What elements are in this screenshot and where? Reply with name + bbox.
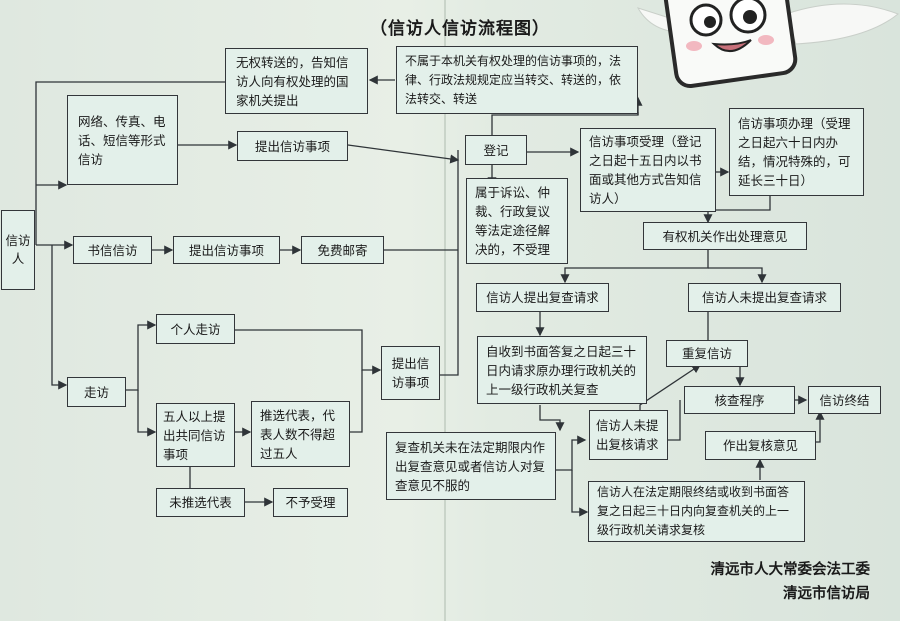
diagram-title: （信访人信访流程图）: [370, 19, 550, 39]
acceptance-box: 信访事项受理（登记之日起十五日内以书面或其他方式告知信访人）: [580, 128, 716, 212]
visit-box: 走访: [67, 377, 126, 407]
select-reps-box: 推选代表，代表人数不得超过五人: [251, 401, 350, 467]
petition-end-box: 信访终结: [808, 386, 881, 414]
register-box: 登记: [465, 135, 527, 165]
opinion-box: 有权机关作出处理意见: [643, 222, 807, 250]
individual-visit-box: 个人走访: [156, 314, 235, 344]
review-30days-box: 自收到书面答复之日起三十日内请求原办理行政机关的上一级行政机关复查: [477, 336, 647, 404]
footer-org-2: 清远市信访局: [783, 586, 870, 602]
handling-box: 信访事项办理（受理之日起六十日内办结，情况特殊的，可延长三十日）: [729, 108, 864, 196]
no-review-box: 信访人未提出复查请求: [688, 283, 841, 312]
five-plus-box: 五人以上提出共同信访事项: [156, 403, 235, 467]
network-petition-box: 网络、传真、电话、短信等形式信访: [67, 95, 178, 185]
page-fold: [444, 0, 446, 621]
petitioner-box: 信访人: [1, 210, 35, 290]
free-post-box: 免费邮寄: [301, 236, 384, 264]
not-accepted-box: 不予受理: [273, 488, 348, 517]
submit-petition-c: 提出信访事项: [381, 346, 440, 400]
request-review-box: 信访人提出复查请求: [476, 283, 609, 312]
mascot-illustration: [636, 0, 899, 89]
footer-org-1: 清远市人大常委会法工委: [710, 562, 871, 578]
review-overdue-box: 复查机关未在法定期限内作出复查意见或者信访人对复查意见不服的: [386, 432, 556, 500]
letter-petition-box: 书信信访: [73, 236, 152, 264]
recheck-request-box: 信访人在法定期限终结或收到书面答复之日起三十日内向复查机关的上一级行政机关请求复…: [588, 481, 805, 542]
verify-procedure-box: 核查程序: [684, 386, 795, 414]
not-this-org-box: 不属于本机关有权处理的信访事项的，法律、行政法规规定应当转交、转送的，依法转交、…: [396, 46, 638, 114]
litigation-box: 属于诉讼、仲裁、行政复议等法定途径解决的，不受理: [466, 178, 568, 264]
submit-petition-a: 提出信访事项: [237, 131, 348, 161]
no-authority-box: 无权转送的，告知信访人向有权处理的国家机关提出: [225, 48, 368, 114]
no-reps-box: 未推选代表: [156, 488, 245, 517]
repeat-petition-box: 重复信访: [666, 340, 748, 367]
no-recheck-box: 信访人未提出复核请求: [589, 410, 668, 460]
recheck-opinion-box: 作出复核意见: [705, 431, 816, 460]
submit-petition-b: 提出信访事项: [173, 236, 280, 264]
